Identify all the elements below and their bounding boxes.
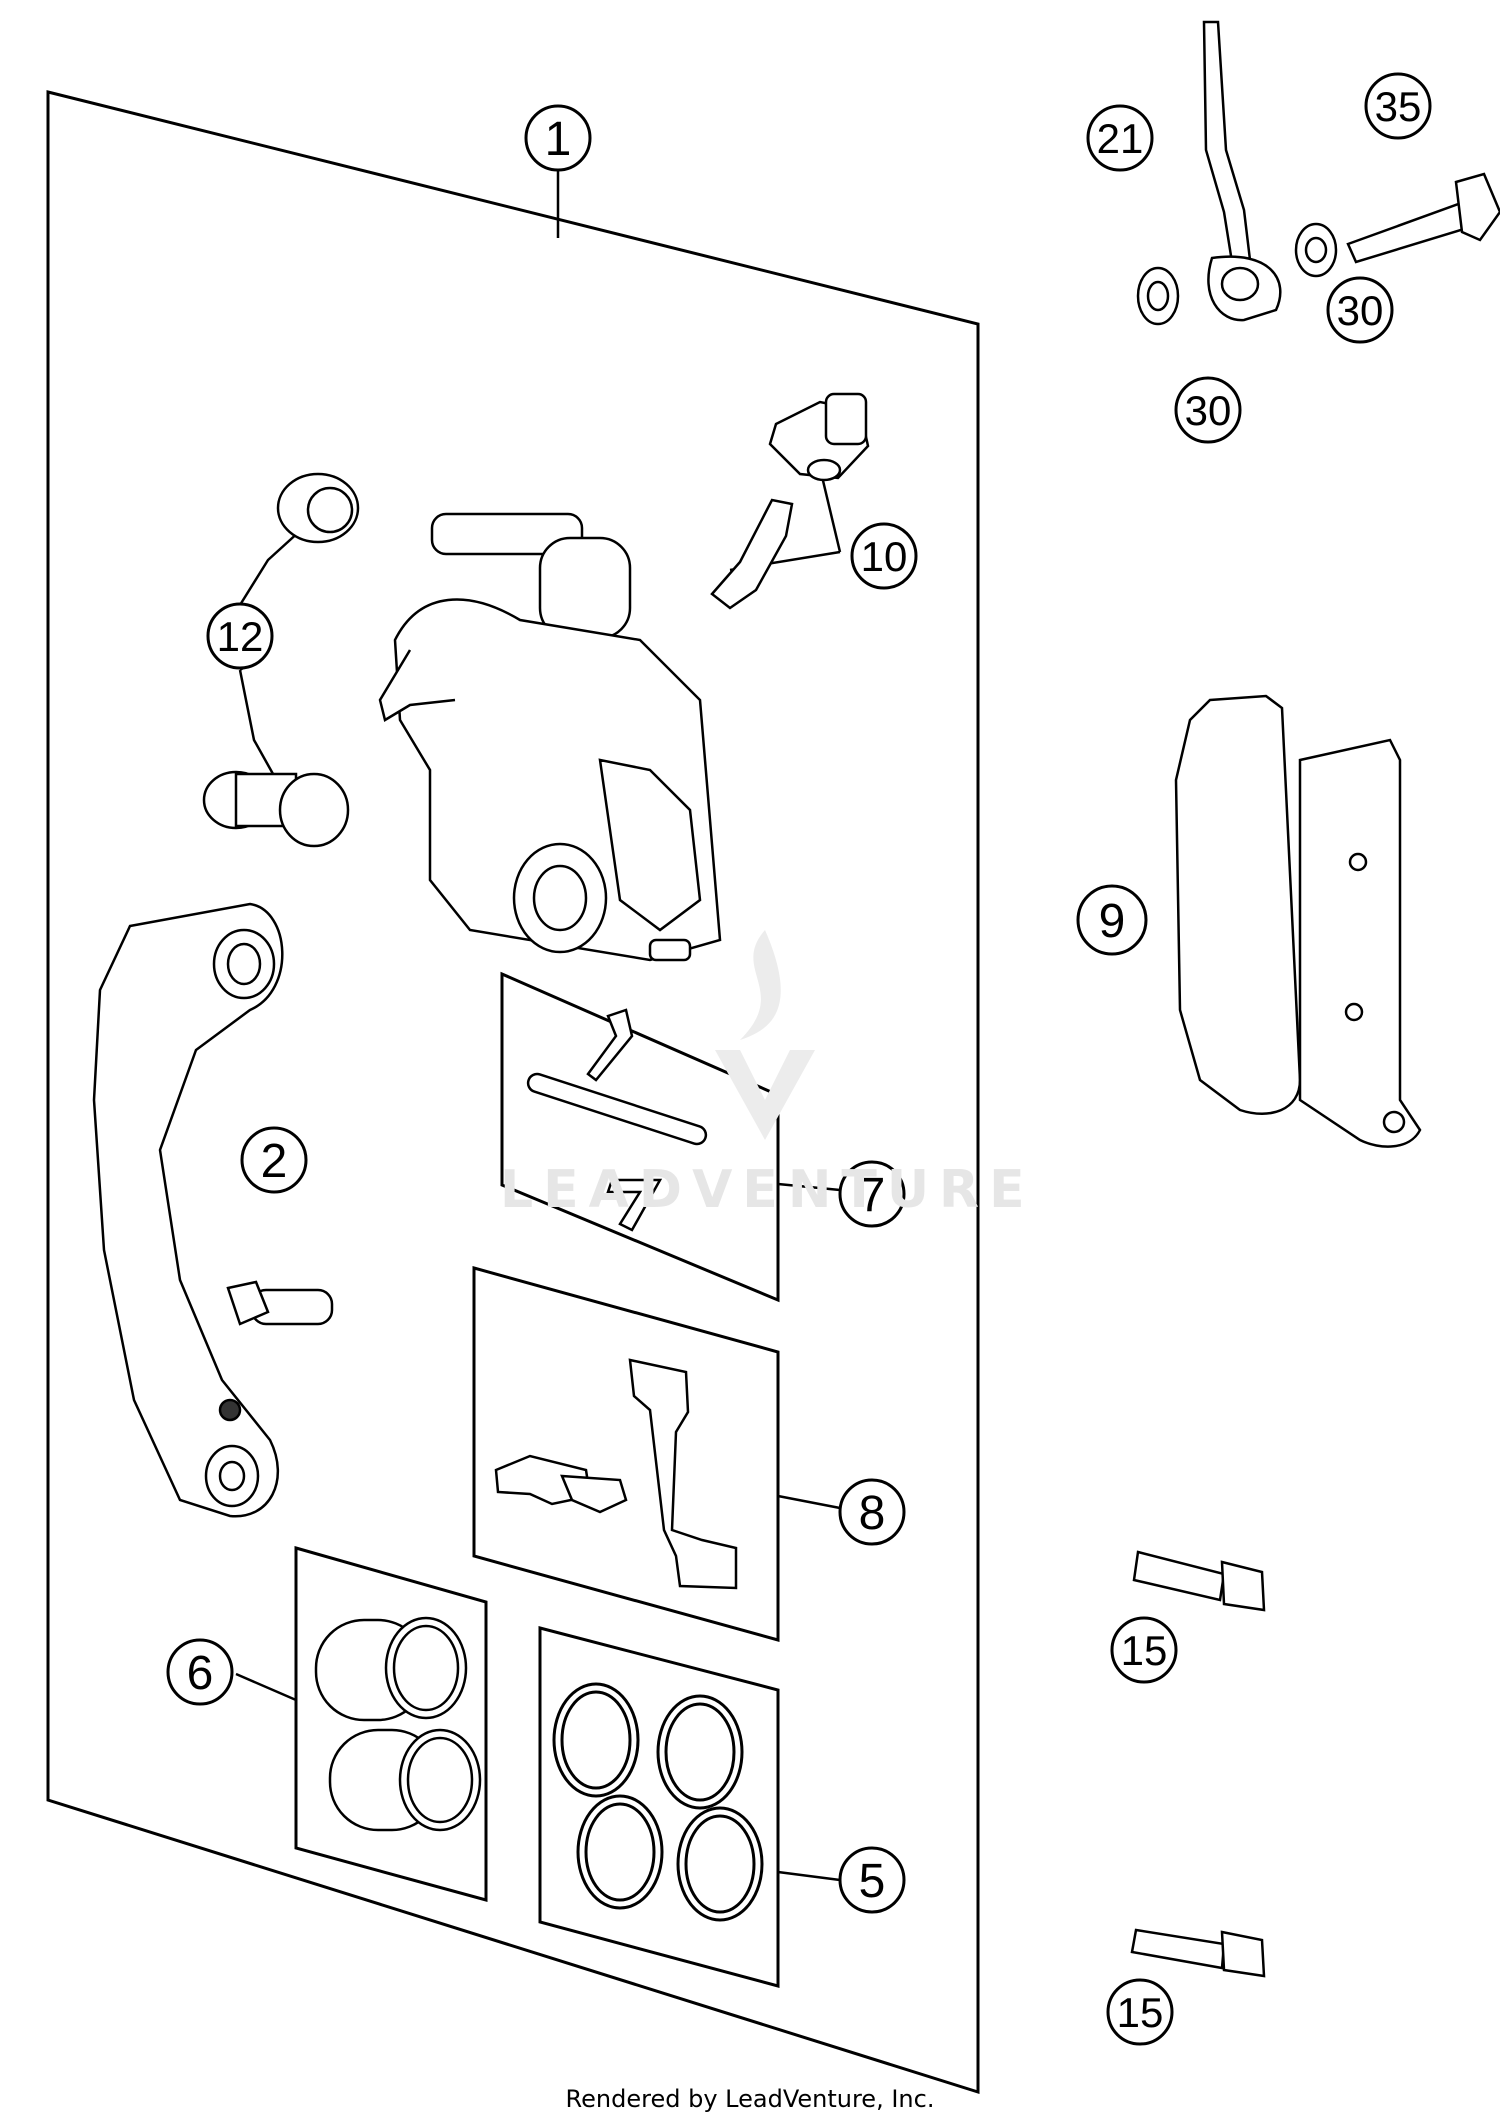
kit-box-8 bbox=[472, 1266, 780, 1642]
seal-illustrations bbox=[202, 472, 360, 848]
callout-6: 6 bbox=[166, 1638, 234, 1706]
svg-text:6: 6 bbox=[187, 1647, 214, 1700]
svg-text:30: 30 bbox=[1185, 387, 1232, 434]
callout-9: 9 bbox=[1076, 884, 1148, 956]
callout-2: 2 bbox=[240, 1126, 308, 1194]
callout-5: 5 bbox=[838, 1846, 906, 1914]
svg-text:30: 30 bbox=[1337, 287, 1384, 334]
svg-text:8: 8 bbox=[859, 1487, 886, 1540]
callout-8: 8 bbox=[838, 1478, 906, 1546]
callout-15-upper: 15 bbox=[1110, 1616, 1178, 1684]
footer-credit: Rendered by LeadVenture, Inc. bbox=[565, 2085, 935, 2113]
callout-21: 21 bbox=[1086, 104, 1154, 172]
brake-hose-illustration bbox=[1136, 20, 1500, 326]
watermark-logo-icon bbox=[715, 930, 815, 1140]
svg-text:15: 15 bbox=[1117, 1989, 1164, 2036]
callout-30-right: 30 bbox=[1326, 276, 1394, 344]
leader-lines bbox=[235, 166, 842, 1882]
spring-kit-illustration bbox=[494, 1358, 738, 1590]
svg-text:21: 21 bbox=[1097, 115, 1144, 162]
svg-text:1: 1 bbox=[545, 113, 572, 166]
callout-35: 35 bbox=[1364, 72, 1432, 140]
watermark-text: LEADVENTURE bbox=[500, 1160, 1035, 1220]
piston-illustrations bbox=[314, 1616, 482, 1832]
callout-1: 1 bbox=[524, 104, 592, 172]
callout-10: 10 bbox=[850, 522, 918, 590]
svg-text:2: 2 bbox=[261, 1135, 288, 1188]
kit-box-7 bbox=[500, 971, 780, 1303]
callout-30-lower: 30 bbox=[1174, 376, 1242, 444]
callout-7: 7 bbox=[838, 1160, 906, 1228]
pin-kit-illustration bbox=[526, 1008, 708, 1232]
svg-text:15: 15 bbox=[1121, 1627, 1168, 1674]
svg-text:12: 12 bbox=[217, 613, 264, 660]
kit-box-5 bbox=[538, 1626, 780, 1988]
brake-pad-illustrations bbox=[1174, 694, 1422, 1148]
kit-box-6 bbox=[294, 1546, 488, 1902]
bolt-illustrations bbox=[1130, 1550, 1266, 1978]
assembly-frame bbox=[46, 90, 980, 2095]
svg-text:35: 35 bbox=[1375, 83, 1422, 130]
bracket-illustration bbox=[92, 902, 334, 1518]
piston-seal-illustrations bbox=[552, 1682, 764, 1922]
callout-15-lower: 15 bbox=[1106, 1978, 1174, 2046]
bleed-valve-illustration bbox=[710, 392, 870, 610]
svg-text:5: 5 bbox=[859, 1855, 886, 1908]
svg-text:9: 9 bbox=[1099, 895, 1126, 948]
svg-text:7: 7 bbox=[859, 1169, 886, 1222]
caliper-body-illustration bbox=[378, 512, 722, 962]
callout-12: 12 bbox=[206, 602, 274, 670]
svg-text:10: 10 bbox=[861, 533, 908, 580]
